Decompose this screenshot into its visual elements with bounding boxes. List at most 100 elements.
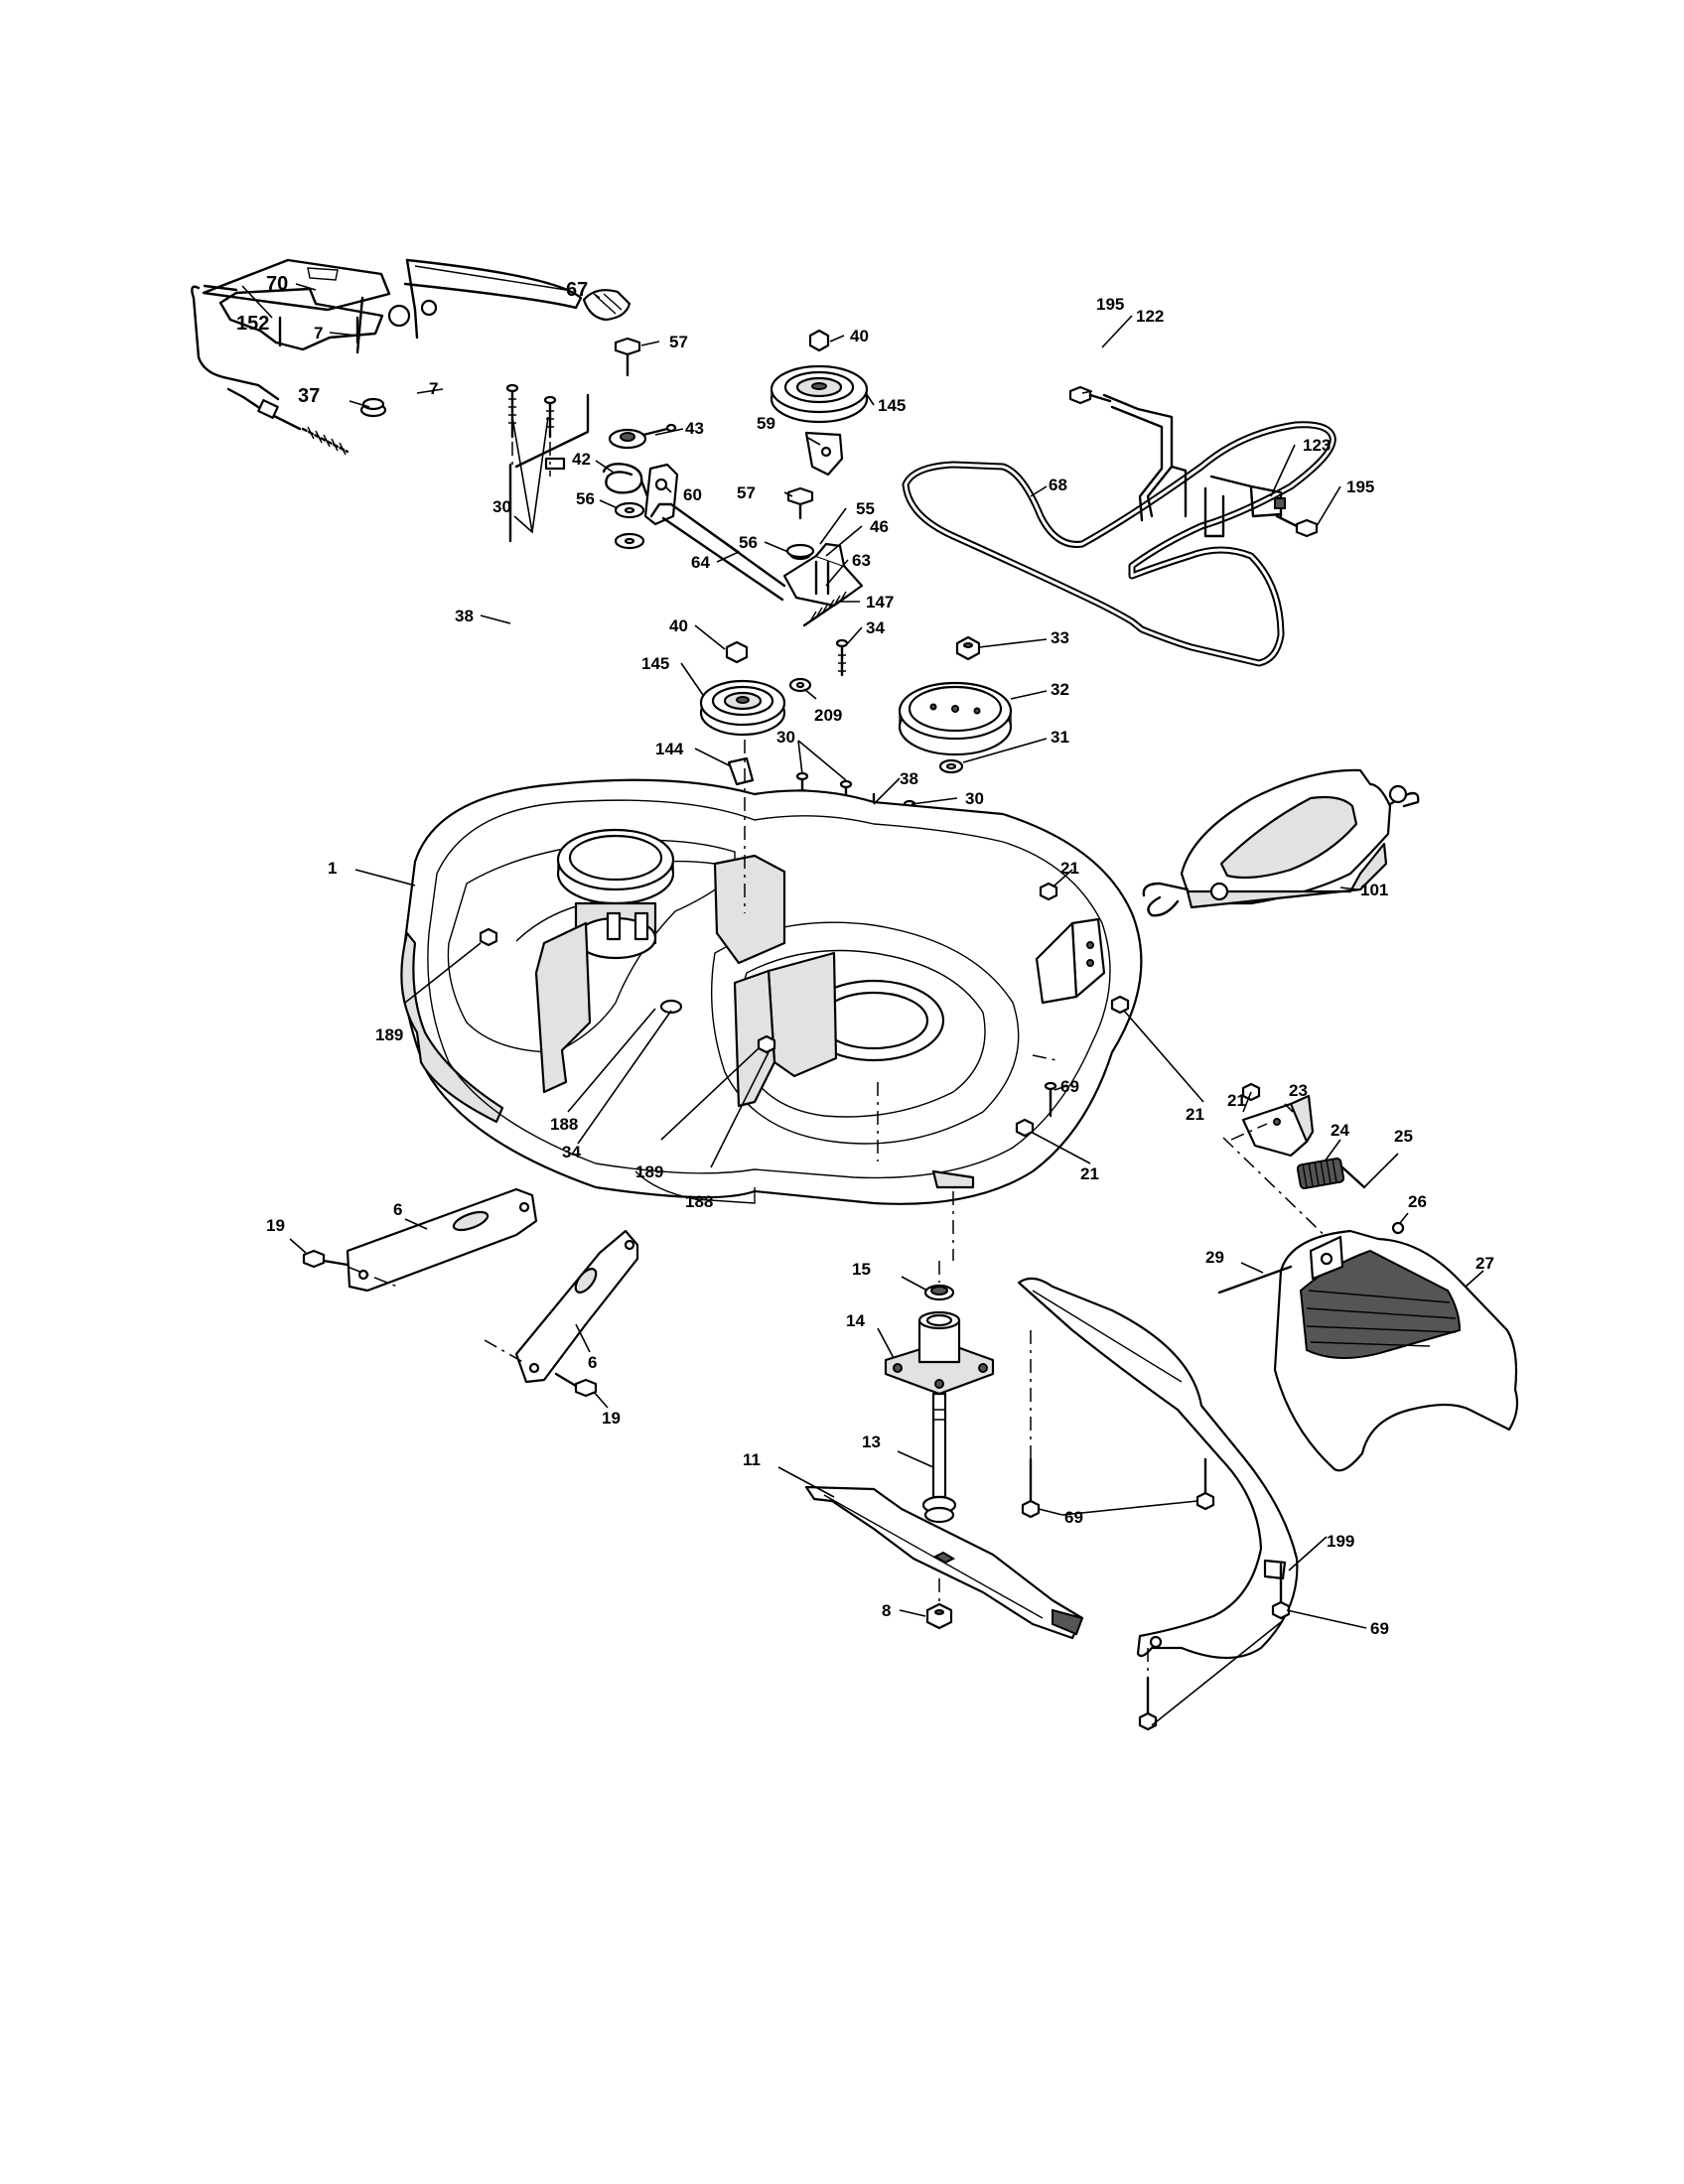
idler-pulley-145-b [699,679,786,737]
hardware-37 [359,397,387,418]
bolt-34-a [835,638,849,677]
rear-deflector-27 [1273,1229,1519,1472]
callout-195-a: 195 [1096,295,1124,314]
callout-7-b: 7 [429,379,438,398]
callout-15: 15 [852,1260,871,1279]
bushing-43 [608,423,677,450]
lift-rod-152 [191,284,364,456]
bolt-19-a [302,1249,398,1288]
callout-69-b: 69 [1064,1508,1083,1527]
callout-188-b: 188 [685,1192,713,1211]
bolt-188 [659,999,683,1015]
callout-34-b: 34 [562,1143,581,1161]
bolt-57-b [786,486,814,520]
callout-25: 25 [1394,1127,1413,1146]
callout-37: 37 [298,385,320,407]
callout-56-b: 56 [739,533,758,552]
bracket-23 [1241,1094,1315,1158]
callout-30-a: 30 [492,497,511,516]
callout-144: 144 [655,740,684,758]
callout-24: 24 [1331,1121,1349,1140]
callout-6-a: 6 [393,1200,402,1219]
deck-lift-bracket [202,258,583,351]
callout-19-b: 19 [602,1409,621,1428]
callout-27: 27 [1475,1254,1494,1273]
baffle-6-b [514,1229,639,1384]
washer-56-b [785,543,815,559]
callout-70: 70 [266,273,288,295]
callout-34-a: 34 [866,618,885,637]
callout-13: 13 [862,1433,881,1451]
callout-199: 199 [1327,1532,1354,1551]
callout-33: 33 [1051,628,1069,647]
nut-40-b [725,640,749,664]
callout-6-b: 6 [588,1353,597,1372]
callout-59: 59 [757,414,775,433]
nut-21-c [1015,1118,1035,1138]
callout-23: 23 [1289,1081,1308,1100]
callout-209: 209 [814,706,842,725]
leader-lines [241,283,1484,1726]
callout-69-a: 69 [1060,1077,1079,1096]
callout-19-a: 19 [266,1216,285,1235]
nut-21-a [1039,882,1058,901]
callout-11: 11 [743,1450,761,1469]
callout-7-a: 7 [314,324,323,342]
idler-pulley-145-a [770,364,869,424]
washer-209 [788,677,812,693]
chute-dashes [1222,1123,1341,1252]
deck-brackets-left [534,854,838,1108]
nut-189-b [757,1034,776,1054]
bolt-19-b [484,1339,598,1398]
callout-195-b: 195 [1346,478,1374,496]
belt-guide-123 [1203,475,1286,538]
callout-21-b: 21 [1186,1105,1204,1124]
callout-1: 1 [328,859,337,878]
callout-57-b: 57 [737,483,756,502]
callout-30-c: 30 [965,789,984,808]
callout-26: 26 [1408,1192,1427,1211]
side-baffle-199 [1017,1277,1299,1660]
callout-55: 55 [856,499,875,518]
spring-42 [602,463,649,498]
bolt-57-a [614,337,641,377]
callout-38-a: 38 [455,607,474,625]
callout-42: 42 [572,450,591,469]
bolt-69-a [1044,1081,1057,1118]
pin-26 [1391,1221,1405,1235]
callout-57-a: 57 [669,333,688,351]
callout-189-b: 189 [635,1162,663,1181]
callout-122: 122 [1136,307,1164,326]
idler-arm-64 [649,502,786,602]
discharge-deflector-101 [1142,768,1420,917]
nut-21-b [1110,995,1130,1015]
nut-40-a [808,329,830,352]
callout-8: 8 [882,1601,891,1620]
washer-bolt [614,532,645,550]
belt-guide-122 [1102,393,1188,522]
idler-bracket-55-46 [782,542,864,608]
callout-64: 64 [691,553,710,572]
callout-21-c: 21 [1080,1164,1099,1183]
callout-30-b: 30 [776,728,795,747]
bearing-15 [923,1284,955,1301]
spindle-pulley-32 [898,681,1013,756]
callout-40-a: 40 [850,327,869,345]
blade-nut-8 [925,1602,953,1630]
nut-33 [955,635,981,661]
spring-147 [802,591,850,627]
spindle-shaft-13 [921,1392,957,1524]
callout-29: 29 [1205,1248,1224,1267]
callout-68: 68 [1049,476,1067,494]
callout-21-a: 21 [1060,859,1079,878]
callout-147: 147 [866,593,894,612]
bolt-195-a [1068,385,1112,405]
callout-56-a: 56 [576,489,595,508]
callout-145-b: 145 [641,654,669,673]
bracket-59 [804,431,844,477]
callout-189-a: 189 [375,1025,403,1044]
callout-101: 101 [1360,881,1388,899]
baffle-6-a [346,1187,538,1293]
washer-31 [938,758,964,774]
